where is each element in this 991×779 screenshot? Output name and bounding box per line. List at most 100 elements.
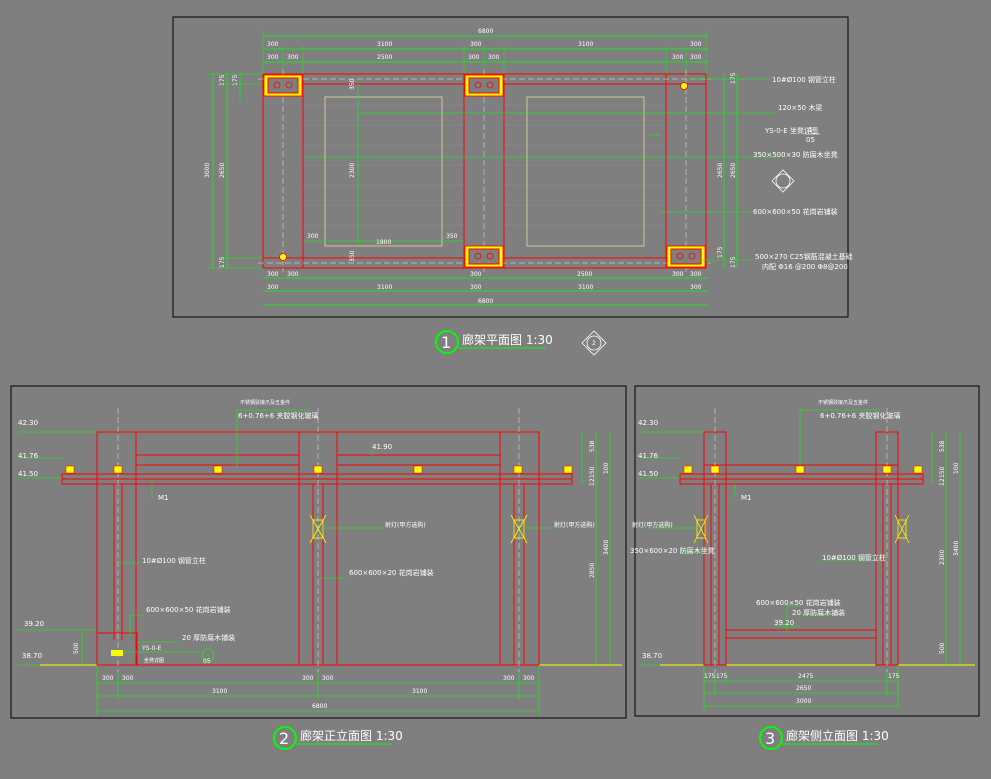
plan-top-sub: 300: [468, 54, 480, 61]
plan-section-marker: [771, 169, 795, 193]
front-level: 38.70: [22, 652, 42, 660]
plan-note: YS-0-E 坐凳详图: [764, 126, 818, 135]
plan-note: 500×270 C25钢筋混凝土基础: [755, 252, 853, 261]
front-m1: M1: [158, 494, 169, 502]
front-col-note: 10#Ø100 钢管立柱: [142, 556, 206, 565]
plan-title-num: 1: [441, 333, 451, 352]
plan-bottom-sub: 300: [287, 271, 299, 278]
plan-right-dim: 2650: [717, 163, 724, 178]
plan-right-dim: 175: [730, 256, 737, 268]
plan-frame: [172, 16, 849, 318]
side-base-note2: 20 厚防腐木铺装: [792, 608, 845, 617]
plan-left-175: 175: [232, 74, 239, 86]
plan-left-175: 175: [219, 74, 226, 86]
front-bottom-sub: 300: [503, 675, 515, 682]
plan-inner-dim: 350: [349, 250, 356, 262]
plan-ref-num: 1: [808, 126, 812, 134]
plan-left-outer: 3000: [204, 163, 211, 178]
plan-note: 350×500×30 防腐木坐凳: [753, 150, 838, 159]
side-inner-level: 39.20: [774, 619, 794, 627]
plan-inner-dim: 350: [349, 78, 356, 90]
plan-right-dim: 2650: [730, 163, 737, 178]
side-m1: M1: [741, 494, 752, 502]
plan-top-part: 300: [267, 41, 279, 48]
front-right-dim: 12: [589, 478, 596, 486]
side-right-dim: 3400: [953, 541, 960, 556]
side-bottom-dim: 175: [704, 673, 716, 680]
front-lamp-b: 射灯(甲方选购): [554, 521, 595, 529]
plan-top-part: 3100: [377, 41, 392, 48]
plan-bottom-sub: 2500: [577, 271, 592, 278]
front-bottom-sub: 300: [122, 675, 134, 682]
plan-bottom-sub: 300: [470, 271, 482, 278]
side-frame: [634, 385, 980, 717]
front-note-clamp: 不锈钢驳接爪及五金件: [240, 399, 290, 406]
side-right-dim: 12: [939, 478, 946, 486]
front-ref-a: YS-0-E: [141, 645, 162, 652]
front-frame: [10, 385, 627, 719]
front-level: 42.30: [18, 419, 38, 427]
side-right-dim: 150: [939, 466, 946, 478]
front-title: 廊架正立面图 1:30: [300, 728, 403, 743]
side-right-dim: 2300: [939, 550, 946, 565]
side-title-num: 3: [765, 729, 775, 748]
side-lamp: 射灯(甲方选购): [632, 521, 673, 529]
front-bottom-total: 6800: [312, 703, 327, 710]
side-right-dim: 500: [939, 642, 946, 654]
front-bottom-sub: 300: [102, 675, 114, 682]
side-right-dim: 538: [939, 440, 946, 452]
plan-bottom-part: 3100: [578, 284, 593, 291]
plan-top-sub: 2500: [377, 54, 392, 61]
front-left-dim: 500: [73, 642, 80, 654]
front-pave-note: 600×600×20 花岗岩铺装: [349, 568, 434, 577]
side-right-dim: 100: [953, 462, 960, 474]
plan-left-175: 175: [219, 256, 226, 268]
side-title-block: 3 廊架侧立面图 1:30: [759, 726, 889, 750]
plan-bottom-part: 300: [267, 284, 279, 291]
side-seat-note: 350×600×20 防腐木坐凳: [630, 546, 715, 555]
side-title: 廊架侧立面图 1:30: [786, 728, 889, 743]
front-bottom-mid: 3100: [412, 688, 427, 695]
side-elevation: 42.30 41.76 41.50 38.70 不锈钢驳接爪及五金件 6+0.7…: [630, 385, 980, 717]
plan-bottom-total: 6800: [478, 298, 493, 305]
side-col-note: 10#Ø100 钢管立柱: [822, 553, 886, 562]
plan-north-num: 2: [592, 340, 596, 347]
front-bottom-sub: 300: [523, 675, 535, 682]
front-right-dim: 3400: [603, 540, 610, 555]
front-base-note2: 20 厚防腐木铺装: [182, 633, 235, 642]
front-ref-sheet: 05: [203, 658, 211, 665]
plan-top-part: 3100: [578, 41, 593, 48]
side-bottom-dim: 175: [888, 673, 900, 680]
plan-inner-dim: 300: [307, 233, 319, 240]
front-right-dim: 2850: [589, 563, 596, 578]
plan-bottom-sub: 300: [267, 271, 279, 278]
plan-bottom-part: 300: [470, 284, 482, 291]
plan-title: 廊架平面图 1:30: [462, 332, 553, 347]
plan-top-part: 300: [690, 41, 702, 48]
plan-inner-dim: 1800: [376, 239, 391, 246]
front-title-block: 2 廊架正立面图 1:30: [273, 726, 403, 750]
front-note-glass: 6+0.76+6 夹胶钢化玻璃: [238, 411, 318, 420]
plan-left-inner: 2650: [219, 163, 226, 178]
front-base-note: 600×600×50 花岗岩铺装: [146, 605, 231, 614]
side-level: 41.50: [638, 470, 658, 478]
plan-top-sub: 300: [287, 54, 299, 61]
front-inner-level: 41.90: [372, 443, 392, 451]
plan-top-sub: 300: [267, 54, 279, 61]
front-elevation: 42.30 41.76 41.50 39.20 38.70 不锈钢驳接爪及五金件…: [10, 385, 627, 719]
side-bottom-dim: 175: [716, 673, 728, 680]
front-bottom-mid: 3100: [212, 688, 227, 695]
plan-note: 600×600×50 花岗岩铺装: [753, 207, 838, 216]
side-level: 41.76: [638, 452, 659, 460]
front-level: 41.50: [18, 470, 38, 478]
front-title-num: 2: [279, 729, 289, 748]
plan-right-dim: 175: [717, 246, 724, 258]
plan-inner-dim: 2300: [349, 163, 356, 178]
plan-detail-ref: 1 05: [804, 126, 820, 144]
plan-top-sub: 300: [690, 54, 702, 61]
plan-view: 6800 300 3100 300 3100 300 300 300 2500 …: [172, 16, 853, 318]
plan-note: 内配 Φ16 @200 Φ8@200: [762, 262, 848, 271]
side-bottom-dim: 2475: [798, 673, 813, 680]
front-lamp-a: 射灯(甲方选购): [385, 521, 426, 529]
